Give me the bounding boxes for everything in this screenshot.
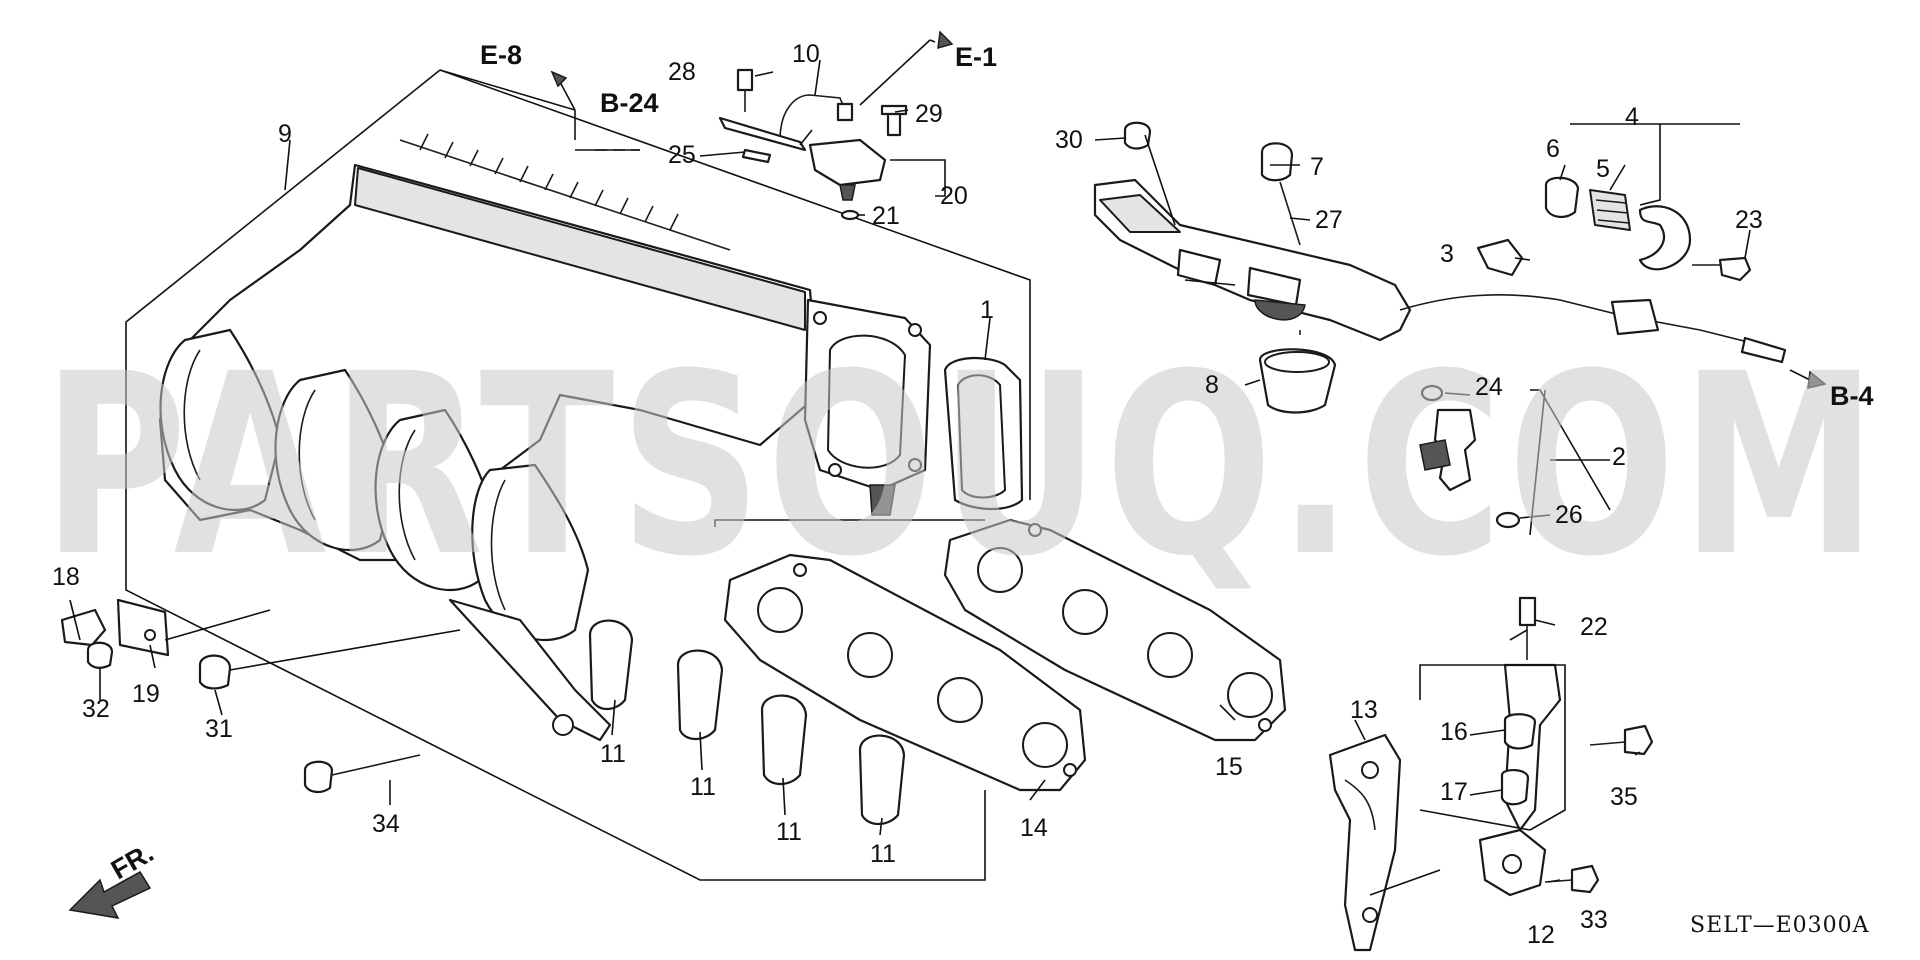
callout-8: 8 — [1205, 371, 1219, 399]
callout-13: 13 — [1350, 696, 1378, 724]
watermark-text: PARTSOUQ.COM — [42, 320, 1882, 611]
callout-35: 35 — [1610, 783, 1638, 811]
callout-16: 16 — [1440, 718, 1468, 746]
manifold-gasket-14 — [723, 553, 1087, 792]
manifold-top-ribs — [399, 133, 731, 251]
manifold-bracket — [1328, 733, 1402, 952]
callout-17: 17 — [1440, 778, 1468, 806]
injector-seal-cap — [1258, 348, 1337, 414]
ref-e1: E-1 — [955, 42, 997, 72]
callout-6: 6 — [1546, 135, 1560, 163]
ref-b4: B-4 — [1830, 381, 1874, 411]
bracket-19 — [116, 598, 170, 657]
nut-31 — [198, 654, 232, 690]
bolt-33 — [1544, 864, 1600, 894]
callout-20: 20 — [940, 182, 968, 210]
callout-5: 5 — [1596, 155, 1610, 183]
leader-lines — [69, 39, 1751, 896]
part-callouts: 1 2 3 4 5 6 7 8 9 10 11 11 11 11 12 13 1… — [52, 40, 1763, 949]
callout-14: 14 — [1020, 814, 1048, 842]
manifold-runner-3 — [374, 408, 497, 592]
bolt-23 — [1692, 256, 1752, 282]
callout-32: 32 — [82, 695, 110, 723]
manifold-stay — [1500, 596, 1562, 832]
bolt-34 — [303, 754, 421, 794]
callout-27: 27 — [1315, 206, 1343, 234]
front-direction-arrow: FR. — [68, 837, 159, 919]
callout-12: 12 — [1527, 921, 1555, 949]
callout-29: 29 — [915, 100, 943, 128]
callout-23: 23 — [1735, 206, 1763, 234]
assembly-outline — [125, 69, 1031, 881]
direction-label: FR. — [106, 837, 159, 885]
callout-11a: 11 — [600, 740, 626, 768]
rail-mount-stud — [1260, 142, 1301, 246]
callout-1: 1 — [980, 296, 994, 324]
nut-32 — [86, 641, 114, 669]
callout-25: 25 — [668, 141, 696, 169]
fuel-injector — [1123, 121, 1521, 529]
callout-11c: 11 — [776, 818, 802, 846]
intake-manifold — [158, 133, 932, 742]
callout-19: 19 — [132, 680, 160, 708]
manifold-runner-2 — [274, 368, 397, 552]
callout-4: 4 — [1625, 103, 1639, 131]
manifold-gasket-15 — [943, 518, 1287, 742]
throttle-body-gasket — [943, 356, 1024, 510]
callout-11d: 11 — [870, 840, 896, 868]
callout-24: 24 — [1475, 373, 1503, 401]
callout-21: 21 — [872, 202, 900, 230]
callout-15: 15 — [1215, 753, 1243, 781]
diagram-code: SELT—E0300A — [1690, 913, 1870, 938]
map-sensor — [808, 104, 908, 221]
callout-28: 28 — [668, 58, 696, 86]
callout-22: 22 — [1580, 613, 1608, 641]
callout-2: 2 — [1612, 443, 1626, 471]
callout-18: 18 — [52, 563, 80, 591]
insulator-gaskets — [588, 619, 906, 826]
ref-b24: B-24 — [600, 88, 659, 118]
fuel-line-assembly — [718, 68, 854, 164]
pulsation-damper — [1544, 176, 1692, 271]
ref-e8: E-8 — [480, 40, 522, 70]
callout-10: 10 — [792, 40, 820, 68]
callout-34: 34 — [372, 810, 400, 838]
callout-7: 7 — [1310, 153, 1324, 181]
callout-30: 30 — [1055, 126, 1083, 154]
callout-3: 3 — [1440, 240, 1454, 268]
bolt-35 — [1589, 724, 1654, 756]
callout-11b: 11 — [690, 773, 716, 801]
clip-18 — [60, 608, 107, 647]
callout-31: 31 — [205, 715, 233, 743]
manifold-runner-1 — [159, 328, 282, 512]
callout-9: 9 — [278, 120, 292, 148]
callout-26: 26 — [1555, 501, 1583, 529]
injector-clip — [1476, 238, 1524, 277]
reference-arrows — [550, 30, 1827, 389]
callout-33: 33 — [1580, 906, 1608, 934]
